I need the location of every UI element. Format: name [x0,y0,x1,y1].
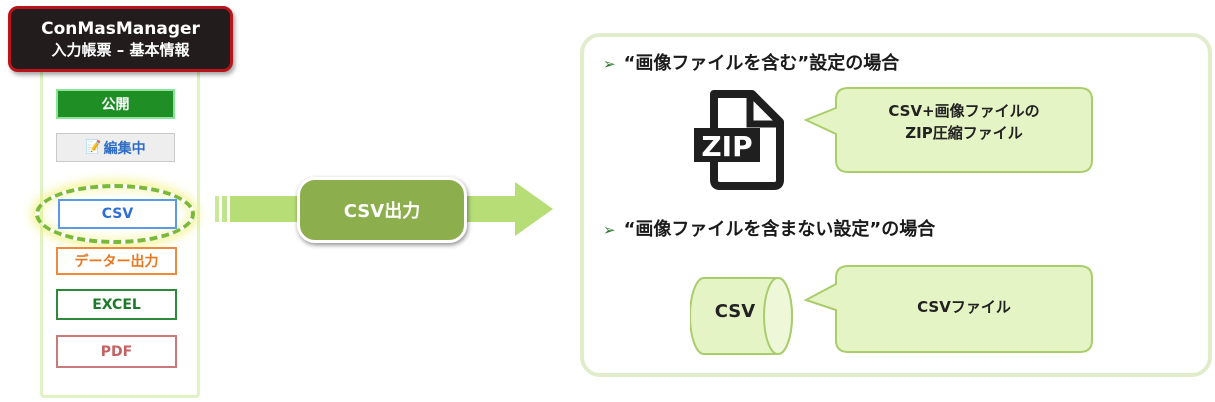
bullet-arrow-icon: ➢ [603,221,616,239]
app-subtitle: 入力帳票 – 基本情報 [51,41,190,59]
csv-button[interactable]: CSV [58,199,177,229]
bubble-zip-line2: ZIP圧縮ファイル [905,124,1023,142]
csv-output-label: CSV出力 [343,201,421,222]
zip-icon-text: ZIP [701,130,752,163]
speech-bubble-zip [803,87,1093,173]
data-output-button[interactable]: データー出力 [56,247,177,275]
app-title: ConMasManager [41,19,200,39]
speech-bubble-csv-text: CSVファイル [917,298,1011,316]
heading-without-images: ➢ “画像ファイルを含まない設定”の場合 [603,215,935,241]
heading-without-images-text: “画像ファイルを含まない設定”の場合 [623,219,936,240]
pdf-button-label: PDF [100,343,133,360]
csv-output-label-box: CSV出力 [297,177,467,243]
speech-bubble-zip-text: CSV+画像ファイルの ZIP圧縮ファイル [836,100,1092,144]
excel-button-label: EXCEL [92,296,141,313]
bubble-zip-line1: CSV+画像ファイルの [888,102,1040,120]
public-button-label: 公開 [101,97,130,113]
pencil-icon: 📝 [85,140,102,155]
excel-button[interactable]: EXCEL [56,289,177,320]
cylinder-icon [690,277,793,355]
speech-bubble-csv [803,265,1093,353]
cylinder-label: CSV [714,301,756,322]
heading-with-images: ➢ “画像ファイルを含む”設定の場合 [603,49,899,75]
data-output-button-label: データー出力 [74,254,159,270]
pdf-button[interactable]: PDF [56,335,177,368]
zip-file-icon: ZIP [694,90,784,190]
public-button[interactable]: 公開 [56,89,175,119]
app-title-box: ConMasManager 入力帳票 – 基本情報 [8,6,233,72]
csv-button-label: CSV [101,206,134,222]
heading-with-images-text: “画像ファイルを含む”設定の場合 [623,53,900,74]
editing-button[interactable]: 📝 編集中 [56,133,175,162]
csv-highlight-ellipse [35,184,195,244]
editing-button-label: 編集中 [103,140,146,157]
bullet-arrow-icon: ➢ [603,55,616,73]
